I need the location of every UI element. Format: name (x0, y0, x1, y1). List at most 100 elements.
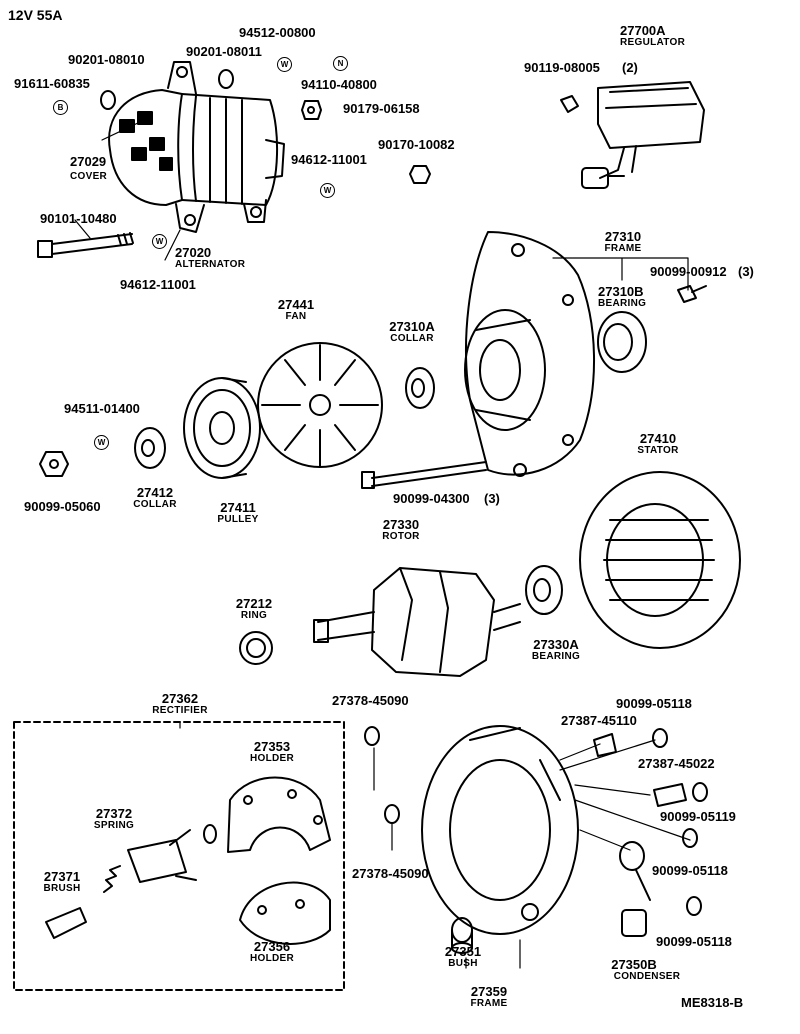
badge-w-icon: W (277, 57, 292, 72)
part-27412-number[interactable]: 27412 (136, 485, 174, 500)
fastener-90099-05118-top[interactable]: 90099-05118 (616, 696, 692, 711)
part-27350B-name: CONDENSER (613, 971, 681, 982)
part-27310-number[interactable]: 27310 (604, 229, 642, 244)
long-bolt-drawing (37, 232, 134, 258)
part-27700A-number[interactable]: 27700A (620, 23, 666, 38)
part-27310A-name: COLLAR (390, 333, 434, 344)
rear-small-parts-drawing (364, 726, 708, 937)
part-27310A-number[interactable]: 27310A (389, 319, 435, 334)
part-27410-name: STATOR (637, 445, 679, 456)
fastener-90119-08005[interactable]: 90119-08005 (524, 60, 600, 75)
part-27359-number[interactable]: 27359 (470, 984, 508, 999)
part-27371-name: BRUSH (43, 883, 81, 894)
fastener-27387-45110[interactable]: 27387-45110 (561, 713, 637, 728)
rear-frame-drawing (421, 725, 579, 935)
fastener-94612-11001-lower[interactable]: 94612-11001 (120, 277, 196, 292)
part-27310B-number[interactable]: 27310B (598, 284, 644, 299)
fastener-90099-00912-qty: (3) (738, 264, 754, 279)
fastener-90201-08011[interactable]: 90201-08011 (186, 44, 262, 59)
part-27330A-number[interactable]: 27330A (533, 637, 579, 652)
part-27411-number[interactable]: 27411 (220, 500, 256, 515)
brush-assembly-drawing (45, 824, 217, 939)
pulley-drawing (183, 377, 261, 479)
part-27351-number[interactable]: 27351 (444, 944, 482, 959)
diagram-code: ME8318-B (681, 995, 744, 1010)
part-27441-number[interactable]: 27441 (277, 297, 315, 312)
rectifier-dashed-box (13, 721, 345, 991)
badge-w-icon: W (152, 234, 167, 249)
fastener-90099-05118-middle[interactable]: 90099-05118 (652, 863, 728, 878)
regulator-drawing (581, 81, 705, 189)
part-27350B-number[interactable]: 27350B (611, 957, 657, 972)
fastener-27378-45090-lower[interactable]: 27378-45090 (352, 866, 429, 881)
frame-bolt-drawing (371, 461, 487, 487)
drive-end-frame-drawing (464, 231, 595, 477)
fastener-90099-05118-bottom[interactable]: 90099-05118 (656, 934, 732, 949)
fan-drawing (257, 342, 383, 468)
part-27351-name: BUSH (448, 958, 478, 969)
fastener-94612-11001-upper[interactable]: 94612-11001 (291, 152, 367, 167)
fastener-90099-05060[interactable]: 90099-05060 (24, 499, 101, 514)
fastener-90179-06158[interactable]: 90179-06158 (343, 101, 420, 116)
part-27310-name: FRAME (604, 243, 642, 254)
part-27359-name: FRAME (470, 998, 508, 1009)
rotor-drawing (313, 567, 521, 677)
fastener-27387-45022[interactable]: 27387-45022 (638, 756, 715, 771)
fastener-90099-05119[interactable]: 90099-05119 (660, 809, 736, 824)
part-27330-number[interactable]: 27330 (382, 517, 420, 532)
part-27330-name: ROTOR (382, 531, 420, 542)
badge-n-icon: N (333, 56, 348, 71)
part-27410-number[interactable]: 27410 (639, 431, 677, 446)
part-27362-number[interactable]: 27362 (161, 691, 199, 706)
part-27020-number[interactable]: 27020 (175, 245, 212, 260)
part-27353-name: HOLDER (249, 753, 295, 764)
part-27212-number[interactable]: 27212 (235, 596, 273, 611)
alternator-assembly-drawing (108, 61, 285, 233)
badge-b-icon: B (53, 100, 68, 115)
part-27700A-name: REGULATOR (620, 37, 686, 48)
fastener-90101-10480[interactable]: 90101-10480 (40, 211, 117, 226)
part-27371-number[interactable]: 27371 (43, 869, 81, 884)
ring-drawing (239, 631, 273, 665)
frame-bearing-drawing (597, 311, 647, 373)
fastener-94110-40800[interactable]: 94110-40800 (301, 77, 377, 92)
bush-drawing (451, 917, 473, 954)
voltage-spec-label: 12V 55A (8, 7, 63, 23)
fastener-90099-00912[interactable]: 90099-00912 (650, 264, 727, 279)
part-27372-name: SPRING (93, 820, 135, 831)
part-27310B-name: BEARING (598, 298, 647, 309)
fan-collar-drawing (405, 367, 435, 409)
badge-w-icon: W (320, 183, 335, 198)
fastener-94511-01400[interactable]: 94511-01400 (64, 401, 140, 416)
badge-w-icon: W (94, 435, 109, 450)
part-27020-name: ALTERNATOR (175, 259, 246, 270)
leader-lines (74, 121, 691, 969)
part-27029-number[interactable]: 27029 (70, 154, 107, 169)
part-27353-number[interactable]: 27353 (253, 739, 291, 754)
upper-holder-drawing (227, 776, 331, 853)
part-27372-number[interactable]: 27372 (95, 806, 133, 821)
fastener-90119-08005-qty: (2) (622, 60, 638, 75)
fastener-90201-08010[interactable]: 90201-08010 (68, 52, 145, 67)
lower-holder-drawing (239, 881, 331, 945)
part-27441-name: FAN (285, 311, 307, 322)
part-27362-name: RECTIFIER (152, 705, 208, 716)
fastener-94512-00800[interactable]: 94512-00800 (239, 25, 316, 40)
fastener-90099-04300-qty: (3) (484, 491, 500, 506)
stator-drawing (579, 471, 741, 649)
part-27412-name: COLLAR (133, 499, 177, 510)
pulley-collar-drawing (134, 427, 166, 469)
part-27330A-name: BEARING (531, 651, 581, 662)
part-27411-name: PULLEY (217, 514, 259, 525)
fastener-91611-60835[interactable]: 91611-60835 (14, 76, 90, 91)
rotor-bearing-drawing (525, 565, 563, 615)
fastener-90170-10082[interactable]: 90170-10082 (378, 137, 455, 152)
part-27356-number[interactable]: 27356 (253, 939, 291, 954)
part-27212-name: RING (240, 610, 268, 621)
part-27029-name: COVER (70, 171, 108, 182)
fastener-27378-45090-upper[interactable]: 27378-45090 (332, 693, 409, 708)
fastener-90099-04300[interactable]: 90099-04300 (393, 491, 470, 506)
small-hardware-drawings (39, 69, 707, 477)
